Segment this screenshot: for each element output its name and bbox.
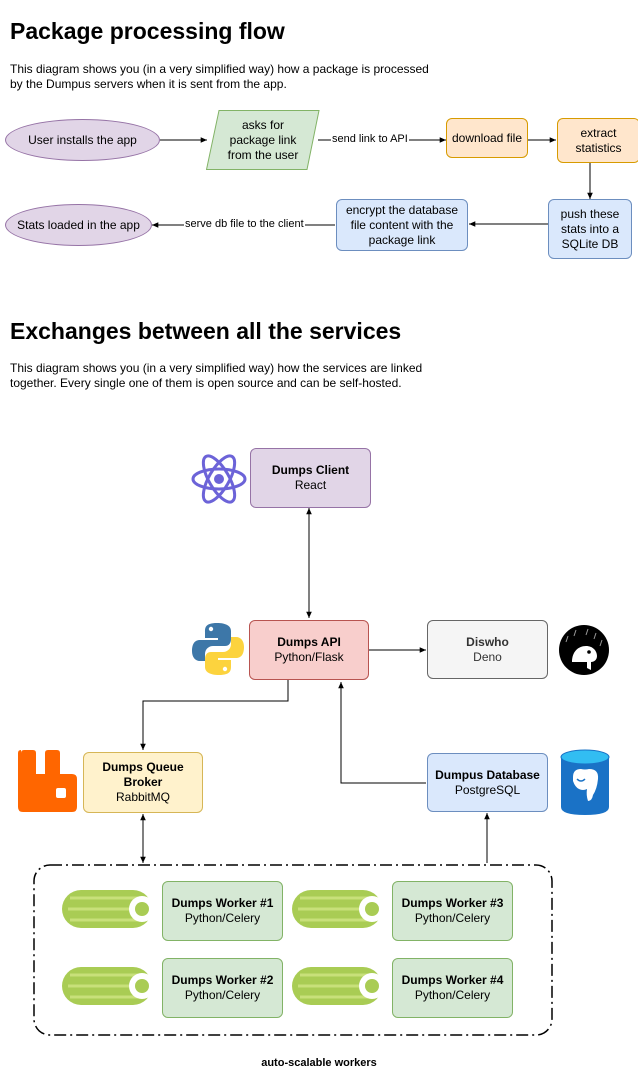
service-queue-name: Dumps Queue Broker xyxy=(102,760,184,789)
worker-1-tech: Python/Celery xyxy=(184,911,261,925)
react-icon xyxy=(191,454,247,504)
worker-1-name: Dumps Worker #1 xyxy=(171,896,274,910)
celery-icon xyxy=(62,890,155,928)
edge-label-serve-db: serve db file to the client xyxy=(184,218,305,230)
node-stats-loaded: Stats loaded in the app xyxy=(5,204,152,246)
worker-4-tech: Python/Celery xyxy=(414,988,491,1002)
service-diswho: Diswho Deno xyxy=(427,620,548,679)
service-api: Dumps API Python/Flask xyxy=(249,620,369,680)
node-asks-link-shape xyxy=(206,110,320,170)
service-database-name: Dumpus Database xyxy=(435,767,540,782)
service-database: Dumpus Database PostgreSQL xyxy=(427,753,548,812)
worker-3-tech: Python/Celery xyxy=(414,911,491,925)
node-extract: extract statistics xyxy=(557,118,638,163)
celery-icon xyxy=(62,967,155,1005)
worker-3-name: Dumps Worker #3 xyxy=(401,896,504,910)
worker-3: Dumps Worker #3 Python/Celery xyxy=(392,881,513,941)
section1-title: Package processing flow xyxy=(10,18,285,44)
worker-2-tech: Python/Celery xyxy=(184,988,261,1002)
service-diswho-tech: Deno xyxy=(473,649,502,664)
service-diswho-name: Diswho xyxy=(466,634,509,649)
section1-description: This diagram shows you (in a very simpli… xyxy=(10,62,429,91)
service-queue: Dumps Queue Broker RabbitMQ xyxy=(83,752,203,813)
worker-2: Dumps Worker #2 Python/Celery xyxy=(162,958,283,1018)
service-api-tech: Python/Flask xyxy=(274,650,344,664)
python-icon xyxy=(192,623,244,675)
node-user-installs: User installs the app xyxy=(5,119,160,161)
worker-1: Dumps Worker #1 Python/Celery xyxy=(162,881,283,941)
rabbitmq-icon xyxy=(18,750,77,812)
edge-label-send-link: send link to API xyxy=(331,133,409,145)
service-queue-tech: RabbitMQ xyxy=(115,790,171,804)
service-client-tech: React xyxy=(294,478,327,492)
postgresql-icon xyxy=(560,749,610,815)
service-api-name: Dumps API xyxy=(277,635,341,649)
node-push: push these stats into a SQLite DB xyxy=(548,199,632,259)
node-asks-link: asks for package link from the user xyxy=(227,117,299,162)
worker-2-name: Dumps Worker #2 xyxy=(171,973,274,987)
service-client-name: Dumps Client xyxy=(271,463,350,477)
service-client: Dumps Client React xyxy=(250,448,371,508)
node-encrypt: encrypt the database file content with t… xyxy=(336,199,468,251)
worker-4-name: Dumps Worker #4 xyxy=(401,973,504,987)
worker-4: Dumps Worker #4 Python/Celery xyxy=(392,958,513,1018)
celery-icon xyxy=(292,967,385,1005)
deno-icon xyxy=(559,625,609,675)
node-download: download file xyxy=(446,118,528,158)
celery-icon xyxy=(292,890,385,928)
workers-group-label: auto-scalable workers xyxy=(261,1057,377,1069)
section2-title: Exchanges between all the services xyxy=(10,318,402,344)
section2-description: This diagram shows you (in a very simpli… xyxy=(10,361,423,390)
service-database-tech: PostgreSQL xyxy=(454,782,521,797)
